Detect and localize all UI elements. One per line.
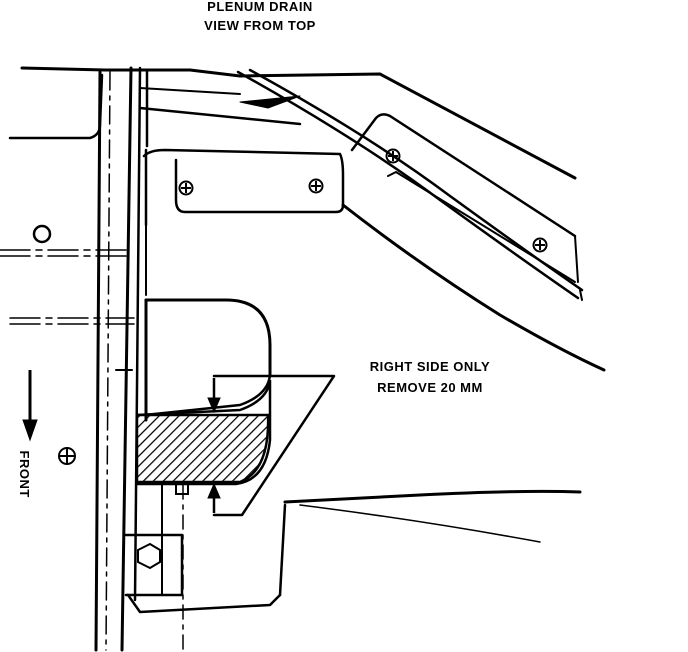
upper-right-bracket: [350, 113, 579, 283]
front-arrow-icon: [22, 370, 38, 442]
mounting-bracket: [142, 148, 345, 296]
lower-bolt-bracket: [122, 484, 287, 651]
diagram-subtitle: VIEW FROM TOP: [204, 18, 316, 33]
screw-icon: [178, 180, 194, 196]
centre-lines: [0, 249, 135, 371]
diagram-title: PLENUM DRAIN: [207, 0, 313, 14]
note-right-side-only: RIGHT SIDE ONLY: [369, 359, 491, 374]
screw-icon: [385, 148, 401, 164]
lower-curve-edge: [341, 203, 606, 372]
lower-right-wing: [283, 489, 582, 543]
dimension-arrows: [207, 378, 221, 513]
panel-edge: [94, 66, 149, 652]
callout-leader: [212, 374, 336, 517]
curved-rail: [236, 68, 584, 301]
screw-icons: [58, 148, 548, 465]
screw-icon: [308, 178, 324, 194]
removal-area: [135, 413, 270, 484]
screw-icon: [532, 237, 548, 253]
screw-icon: [58, 447, 76, 465]
front-direction-label: FRONT: [17, 450, 33, 498]
tab-notch: [175, 484, 189, 495]
hex-bolt-icon: [137, 542, 161, 570]
note-remove-amount: REMOVE 20 MM: [377, 380, 483, 395]
drain-housing: [143, 298, 272, 422]
hole-icon: [32, 224, 52, 244]
